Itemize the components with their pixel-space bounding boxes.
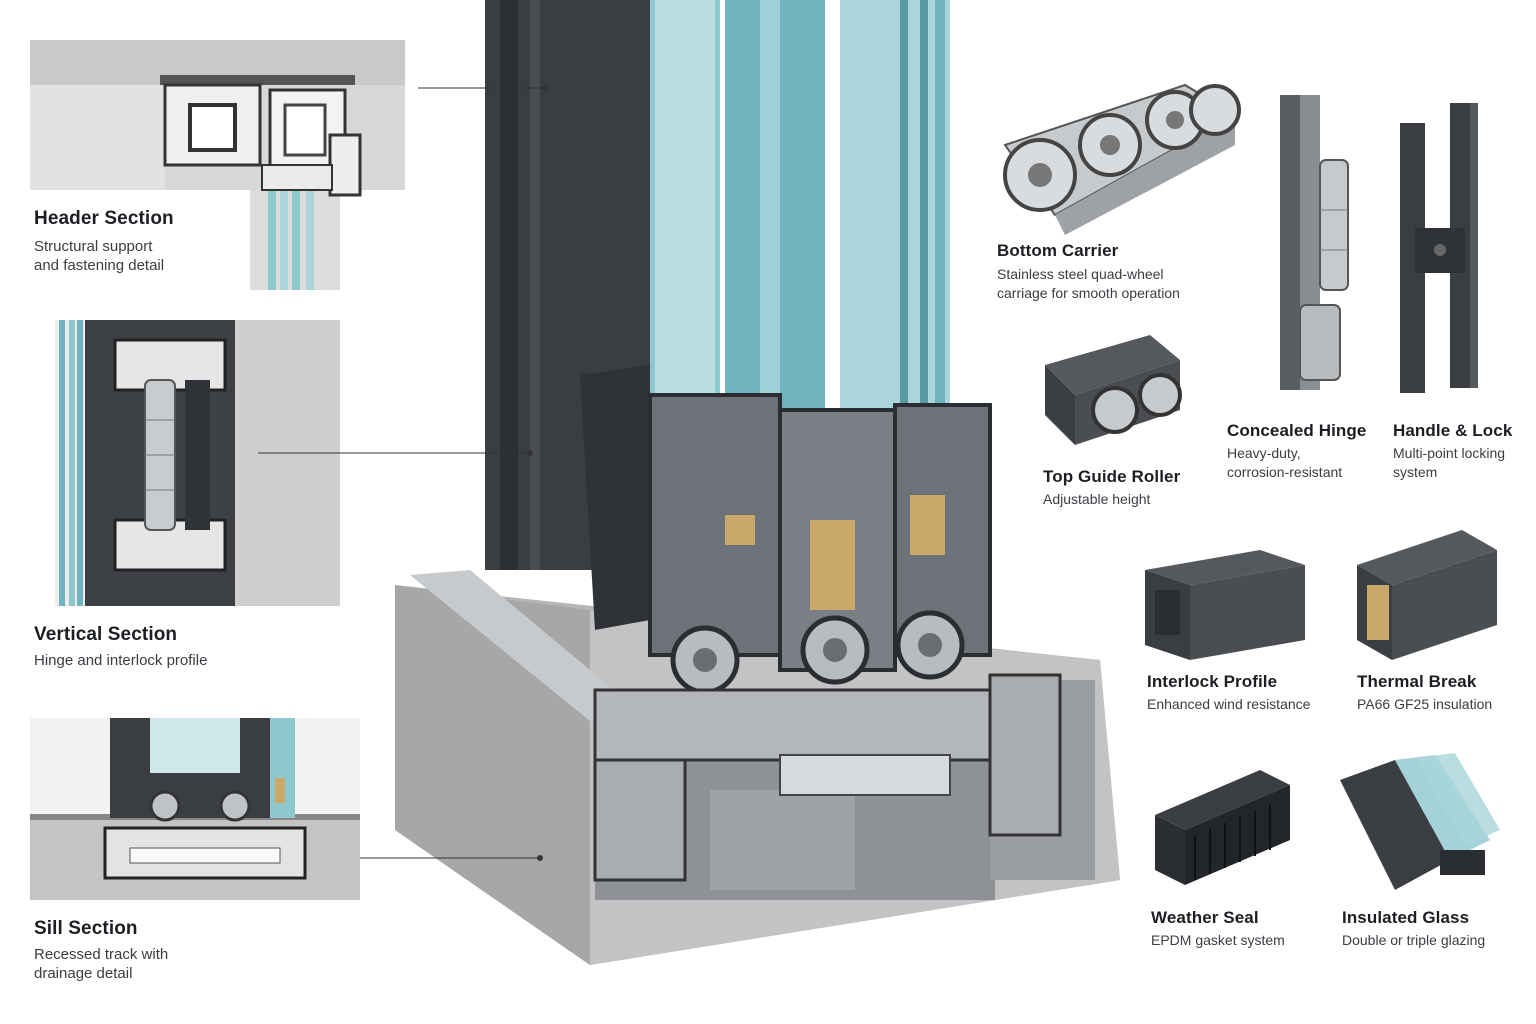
interlock-profile-illustration: [1145, 550, 1305, 660]
weather-seal-illustration: [1155, 770, 1290, 885]
vertical-section-title: Vertical Section: [34, 624, 178, 645]
concealed-hinge-illustration: [1280, 95, 1349, 390]
sill-section-title: Sill Section: [34, 918, 138, 939]
glass-pane-3: [840, 0, 950, 470]
top-guide-roller-title: Top Guide Roller: [1043, 467, 1181, 486]
top-guide-roller-desc: Adjustable height: [1043, 491, 1151, 507]
thermal-break-title: Thermal Break: [1357, 672, 1477, 691]
concealed-hinge-title: Concealed Hinge: [1227, 421, 1367, 440]
handle-lock-desc: Multi-point locking system: [1393, 445, 1506, 480]
sill-section-desc: Recessed track with drainage detail: [34, 946, 169, 982]
insulated-glass-title: Insulated Glass: [1342, 908, 1470, 927]
header-section-desc: Structural support and fastening detail: [34, 238, 165, 274]
thermal-break-3: [910, 495, 945, 555]
weather-seal-title: Weather Seal: [1151, 908, 1259, 927]
weather-seal-desc: EPDM gasket system: [1151, 932, 1285, 948]
header-section-title: Header Section: [34, 208, 174, 229]
handle-lock-title: Handle & Lock: [1393, 421, 1513, 440]
bottom-carrier-illustration: [1003, 83, 1241, 235]
handle-lock-illustration: [1400, 103, 1478, 393]
insulated-glass-illustration: [1340, 753, 1500, 890]
vertical-section-desc: Hinge and interlock profile: [34, 652, 208, 669]
thermal-break-1: [725, 515, 755, 545]
thermal-break-2: [810, 520, 855, 610]
thermal-break-desc: PA66 GF25 insulation: [1357, 696, 1493, 712]
concealed-hinge-desc: Heavy-duty, corrosion-resistant: [1227, 445, 1343, 480]
sill-section-detail: [30, 718, 360, 900]
bottom-carrier-desc: Stainless steel quad-wheel carriage for …: [997, 266, 1180, 301]
header-section-detail: [30, 40, 405, 290]
sash-profile-1: [648, 393, 782, 657]
main-cutaway-illustration: [395, 0, 1120, 965]
insulated-glass-desc: Double or triple glazing: [1342, 932, 1486, 948]
top-guide-roller-illustration: [1045, 335, 1182, 445]
vertical-section-detail: [55, 320, 340, 606]
thermal-break-illustration: [1357, 530, 1497, 660]
interlock-profile-title: Interlock Profile: [1147, 672, 1278, 691]
interlock-profile-desc: Enhanced wind resistance: [1147, 696, 1311, 712]
bottom-carrier-title: Bottom Carrier: [997, 241, 1119, 260]
